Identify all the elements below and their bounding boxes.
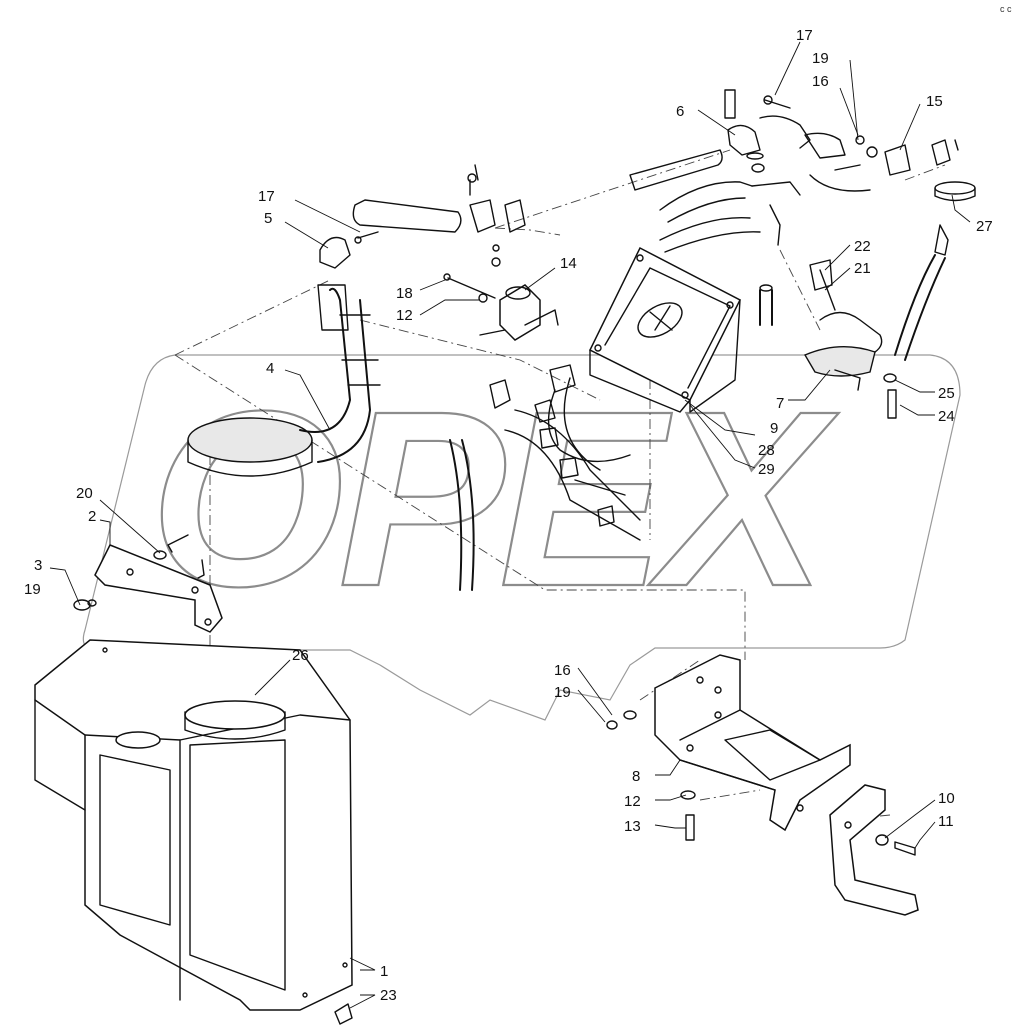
callout-12: 12 (624, 793, 641, 810)
callout-17: 17 (796, 27, 813, 44)
callout-24: 24 (938, 408, 955, 425)
leader-lines (49, 41, 971, 1009)
short-hose (759, 284, 773, 326)
callout-27: 27 (976, 218, 993, 235)
callout-16: 16 (812, 73, 829, 90)
callout-25: 25 (938, 385, 955, 402)
callout-5: 5 (264, 210, 272, 227)
callout-22: 22 (854, 238, 871, 255)
callout-2: 2 (88, 508, 96, 525)
callout-18: 18 (396, 285, 413, 302)
upper-right-fittings (759, 95, 976, 202)
callout-16: 16 (554, 662, 571, 679)
control-unit-9 (588, 246, 742, 413)
callout-19: 19 (24, 581, 41, 598)
fuel-tank (34, 639, 353, 1011)
watermark-gear-outline (82, 354, 961, 721)
callout-29: 29 (758, 461, 775, 478)
callout-8: 8 (632, 768, 640, 785)
right-hose (883, 224, 949, 419)
lower-hoses (449, 364, 641, 591)
callout-labels: 17 19 16 15 6 17 5 27 22 14 21 18 12 4 2… (24, 27, 993, 1004)
callout-19: 19 (812, 50, 829, 67)
callout-14: 14 (560, 255, 577, 272)
callout-26: 26 (292, 647, 309, 664)
callout-9: 9 (770, 420, 778, 437)
callout-10: 10 (938, 790, 955, 807)
callout-19: 19 (554, 684, 571, 701)
clamp-6 (724, 89, 765, 173)
valve-14 (443, 273, 559, 341)
callout-4: 4 (266, 360, 274, 377)
filler-neck (187, 284, 381, 477)
callout-12: 12 (396, 307, 413, 324)
clamp-5 (319, 231, 379, 269)
bracket-2 (73, 534, 223, 633)
pump-assembly-7 (803, 259, 883, 391)
callout-7: 7 (776, 395, 784, 412)
callout-21: 21 (854, 260, 871, 277)
bolt-23 (334, 1003, 353, 1025)
callout-13: 13 (624, 818, 641, 835)
corner-mark: c c (1000, 4, 1012, 14)
upper-hoses (352, 149, 801, 267)
callout-17: 17 (258, 188, 275, 205)
callout-1: 1 (380, 963, 388, 980)
support-bracket-8 (606, 654, 851, 841)
bracket-10 (829, 784, 919, 916)
callout-23: 23 (380, 987, 397, 1004)
callout-6: 6 (676, 103, 684, 120)
callout-3: 3 (34, 557, 42, 574)
callout-28: 28 (758, 442, 775, 459)
callout-15: 15 (926, 93, 943, 110)
watermark-text: OPEX (150, 359, 840, 638)
watermark: OPEX (82, 354, 961, 721)
callout-11: 11 (938, 813, 954, 830)
callout-20: 20 (76, 485, 93, 502)
